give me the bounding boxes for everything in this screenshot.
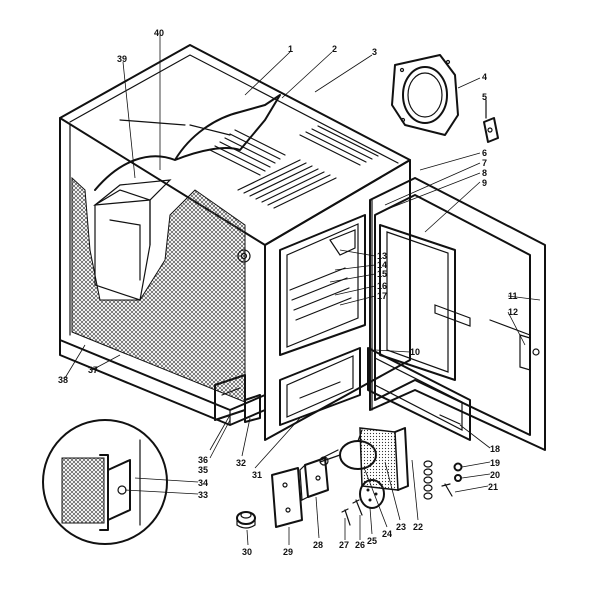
washer-19 [453,462,463,472]
side-knob [237,249,251,263]
label-2: 2 [332,44,337,54]
cabinet-top [59,44,411,246]
label-38: 38 [58,375,68,385]
side-mesh-panel [71,176,246,403]
leader-lines [64,35,541,546]
knob-part [236,511,256,529]
label-10: 10 [410,347,420,357]
label-21: 21 [488,482,498,492]
label-28: 28 [313,540,323,550]
label-27: 27 [339,540,349,550]
label-5: 5 [482,92,487,102]
part-labels: 1 2 3 4 5 6 7 8 9 10 11 12 13 14 15 16 1… [58,28,518,557]
bracket-28 [299,457,329,501]
label-18: 18 [490,444,500,454]
plate-part [271,467,303,528]
upper-door [369,177,546,451]
label-11: 11 [508,291,518,301]
label-13: 13 [377,251,387,261]
label-4: 4 [482,72,487,82]
top-vents [209,125,379,209]
label-7: 7 [482,158,487,168]
lower-door [367,347,471,441]
label-40: 40 [154,28,164,38]
cutaway-outline [94,94,281,191]
label-35: 35 [198,465,208,475]
label-22: 22 [413,522,423,532]
label-23: 23 [396,522,406,532]
label-34: 34 [198,478,208,488]
label-19: 19 [490,458,500,468]
flue-collar [391,54,459,136]
label-16: 16 [377,281,387,291]
label-12: 12 [508,307,518,317]
cabinet-front [264,159,411,441]
bracket-part [483,99,499,143]
label-37: 37 [88,365,98,375]
lower-door-frame [279,347,361,426]
chain-part [423,460,433,500]
label-29: 29 [283,547,293,557]
label-24: 24 [382,529,392,539]
screw-26 [352,499,363,516]
label-14: 14 [377,260,387,270]
label-36: 36 [198,455,208,465]
label-33: 33 [198,490,208,500]
pin-21 [441,483,453,497]
label-8: 8 [482,168,487,178]
label-32: 32 [236,458,246,468]
inset-detail [42,419,168,545]
upper-door-frame [279,214,366,356]
panel-23 [359,427,399,491]
label-15: 15 [377,269,387,279]
front-brackets [214,374,261,423]
label-39: 39 [117,54,127,64]
label-9: 9 [482,178,487,188]
label-17: 17 [377,291,387,301]
label-1: 1 [288,44,293,54]
label-31: 31 [252,470,262,480]
label-3: 3 [372,47,377,57]
label-30: 30 [242,547,252,557]
nut-20 [454,474,462,482]
cabinet-base [59,339,266,426]
label-26: 26 [355,540,365,550]
label-20: 20 [490,470,500,480]
label-25: 25 [367,536,377,546]
label-6: 6 [482,148,487,158]
screw-27 [341,508,351,526]
